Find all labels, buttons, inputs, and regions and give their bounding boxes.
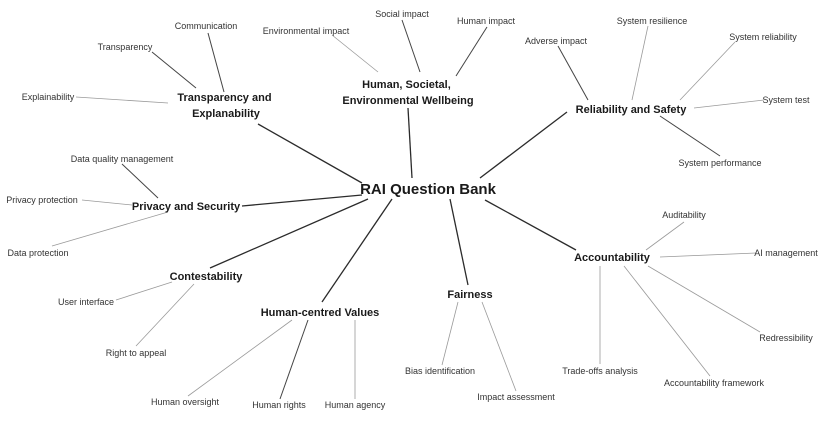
- edge-wellbeing-environmental: [331, 34, 379, 73]
- leaf-impact-assessment[interactable]: Impact assessment: [477, 392, 555, 402]
- leaf-system-reliability[interactable]: System reliability: [729, 32, 797, 42]
- edge-root-transparency: [257, 123, 363, 184]
- leaf-system-resilience[interactable]: System resilience: [617, 16, 688, 26]
- edge-transparency-communication: [207, 32, 225, 93]
- category-wellbeing-line-1: Human, Societal,: [362, 79, 451, 91]
- edge-values-oversight: [187, 319, 293, 397]
- edge-root-accountability: [484, 199, 577, 251]
- category-fairness[interactable]: Fairness: [447, 289, 492, 301]
- category-transparency-line-2: Explanability: [192, 108, 261, 120]
- edge-privacy-dataquality: [121, 163, 159, 199]
- category-privacy[interactable]: Privacy and Security: [132, 201, 241, 213]
- leaf-privacy-protection[interactable]: Privacy protection: [6, 195, 78, 205]
- edge-reliability-test: [693, 99, 765, 109]
- edge-wellbeing-social: [401, 19, 421, 73]
- leaf-accountability-framework[interactable]: Accountability framework: [664, 378, 765, 388]
- edge-root-privacy: [241, 194, 363, 207]
- leaf-ai-management[interactable]: AI management: [754, 248, 818, 258]
- category-values[interactable]: Human-centred Values: [261, 307, 380, 319]
- category-contestability[interactable]: Contestability: [170, 271, 244, 283]
- edge-root-reliability: [479, 111, 568, 179]
- category-transparency-line-1: Transparency and: [177, 92, 271, 104]
- edge-wellbeing-human: [455, 26, 488, 77]
- leaf-trade-offs-analysis[interactable]: Trade-offs analysis: [562, 366, 638, 376]
- edge-root-fairness: [449, 198, 469, 286]
- leaf-data-protection[interactable]: Data protection: [7, 248, 68, 258]
- leaf-right-to-appeal[interactable]: Right to appeal: [106, 348, 167, 358]
- edge-contestability-appeal: [135, 283, 195, 347]
- category-reliability[interactable]: Reliability and Safety: [576, 104, 688, 116]
- edge-values-rights: [279, 319, 309, 400]
- leaf-system-test[interactable]: System test: [762, 95, 810, 105]
- leaf-auditability[interactable]: Auditability: [662, 210, 706, 220]
- leaf-human-rights[interactable]: Human rights: [252, 400, 306, 410]
- edge-contestability-ui: [115, 281, 173, 301]
- edge-fairness-bias: [441, 301, 459, 366]
- edge-privacy-privacy: [81, 199, 133, 206]
- leaf-social-impact[interactable]: Social impact: [375, 9, 429, 19]
- category-transparency[interactable]: Transparency and Explanability: [177, 92, 274, 120]
- edge-accountability-framework: [623, 265, 711, 377]
- edge-reliability-resilience: [631, 25, 649, 101]
- leaf-communication[interactable]: Communication: [175, 21, 238, 31]
- leaf-human-oversight[interactable]: Human oversight: [151, 397, 220, 407]
- edge-transparency-explainability: [75, 96, 169, 104]
- leaf-user-interface[interactable]: User interface: [58, 297, 114, 307]
- edge-accountability-ai: [659, 252, 757, 258]
- leaf-bias-identification[interactable]: Bias identification: [405, 366, 475, 376]
- leaf-adverse-impact[interactable]: Adverse impact: [525, 36, 588, 46]
- edge-privacy-dataprotection: [51, 211, 169, 247]
- edge-root-wellbeing: [407, 107, 413, 179]
- edge-root-contestability: [209, 198, 369, 269]
- edge-fairness-impact: [481, 301, 517, 392]
- leaf-environmental-impact[interactable]: Environmental impact: [263, 26, 350, 36]
- edge-transparency-transparency: [151, 51, 197, 89]
- edge-reliability-reliability: [679, 41, 736, 101]
- category-wellbeing-line-2: Environmental Wellbeing: [342, 95, 473, 107]
- category-accountability[interactable]: Accountability: [574, 252, 651, 264]
- edge-accountability-redress: [647, 265, 761, 333]
- category-wellbeing[interactable]: Human, Societal, Environmental Wellbeing: [342, 79, 473, 107]
- leaf-system-performance[interactable]: System performance: [678, 158, 761, 168]
- edge-reliability-adverse: [557, 45, 589, 101]
- edge-accountability-audit: [645, 221, 685, 251]
- leaf-human-impact[interactable]: Human impact: [457, 16, 516, 26]
- leaf-explainability[interactable]: Explainability: [22, 92, 75, 102]
- leaf-data-quality-management[interactable]: Data quality management: [71, 154, 174, 164]
- leaf-transparency[interactable]: Transparency: [98, 42, 153, 52]
- edge-reliability-performance: [659, 115, 721, 157]
- root-node[interactable]: RAI Question Bank: [360, 181, 497, 198]
- edge-root-values: [321, 198, 393, 303]
- leaf-redressibility[interactable]: Redressibility: [759, 333, 813, 343]
- leaf-human-agency[interactable]: Human agency: [325, 400, 386, 410]
